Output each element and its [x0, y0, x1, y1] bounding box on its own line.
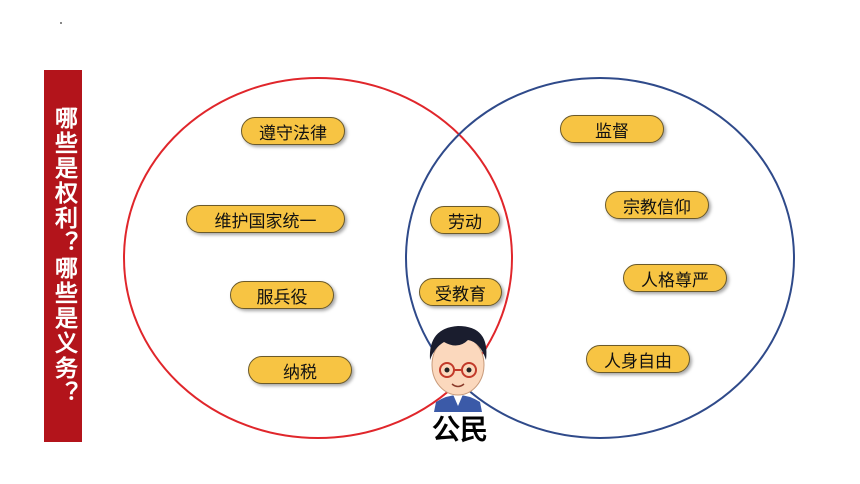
right-item-tax: 纳税 [248, 356, 352, 384]
citizen-avatar-icon [429, 326, 487, 412]
rights-circle [123, 77, 513, 439]
question-banner: 哪些是权利？哪些是义务？ [44, 70, 82, 442]
citizen-label: 公民 [431, 413, 488, 446]
overlap-item-labor: 劳动 [430, 206, 500, 234]
right-item-military: 服兵役 [230, 281, 334, 309]
overlap-item-education: 受教育 [419, 278, 502, 306]
right-item-unity: 维护国家统一 [186, 205, 345, 233]
duty-item-religion: 宗教信仰 [605, 191, 709, 219]
duties-circle [405, 77, 795, 439]
right-item-obey-law: 遵守法律 [241, 117, 345, 145]
question-banner-text: 哪些是权利？哪些是义务？ [50, 106, 77, 406]
duty-item-dignity: 人格尊严 [623, 264, 727, 292]
duty-item-freedom: 人身自由 [586, 345, 690, 373]
duty-item-supervision: 监督 [560, 115, 664, 143]
decorative-dot [60, 22, 62, 24]
